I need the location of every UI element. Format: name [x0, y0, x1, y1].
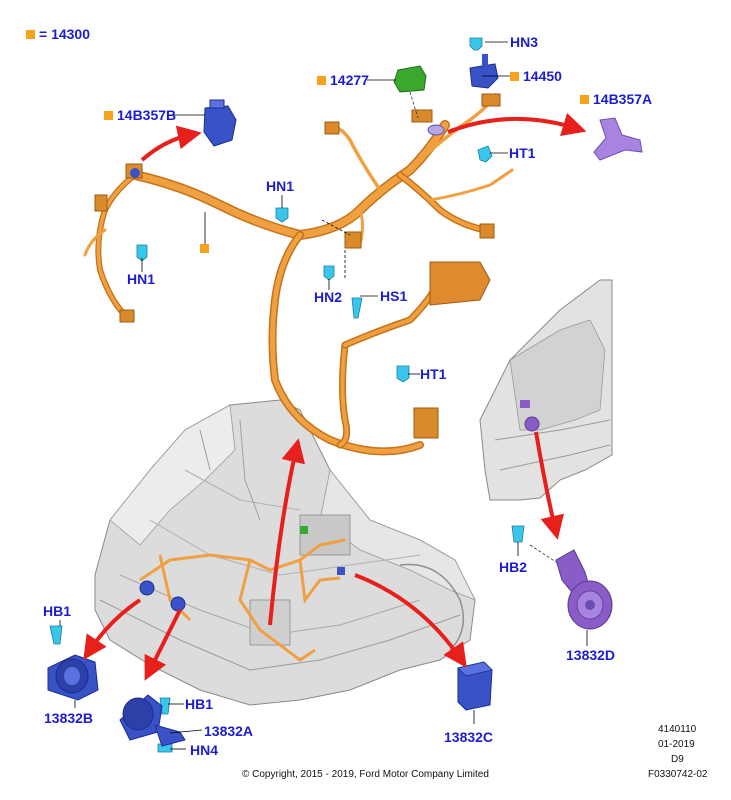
- horn-connector-14B357A: [593, 117, 643, 161]
- label-hb1-left: HB1: [43, 603, 72, 619]
- bracket-14450: [469, 54, 499, 89]
- copyright-notice: © Copyright, 2015 - 2019, Ford Motor Com…: [242, 769, 489, 780]
- label-hn1-top: HN1: [266, 178, 295, 194]
- label-14B357B: 14B357B: [104, 107, 176, 123]
- label-ht1-top: HT1: [509, 145, 536, 161]
- label-hb2: HB2: [499, 559, 528, 575]
- callout-square: [104, 111, 113, 120]
- diagram-code: 4140110: [658, 724, 697, 735]
- leader-lines: [59, 41, 588, 750]
- label-13832B: 13832B: [44, 710, 94, 726]
- label-14277: 14277: [317, 72, 369, 88]
- fasteners: [49, 37, 525, 753]
- horn-13832B: [47, 654, 99, 701]
- label-hn1-left: HN1: [127, 271, 156, 287]
- callout-square: [317, 76, 326, 85]
- label-text: 14B357B: [117, 107, 177, 123]
- label-text: 14277: [330, 72, 369, 88]
- legend-14300: = 14300: [26, 26, 90, 42]
- module-13832C: [457, 661, 493, 711]
- legend-text: = 14300: [39, 26, 90, 42]
- label-hn2: HN2: [314, 289, 343, 305]
- wiring-harness-14300: [83, 93, 514, 456]
- label-text: 14450: [523, 68, 562, 84]
- harness-callout-square: [200, 244, 209, 253]
- vehicle-front-structure: [94, 399, 476, 706]
- figure-id: F0330742-02: [648, 769, 708, 780]
- label-13832A: 13832A: [204, 723, 254, 739]
- label-14450: 14450: [510, 68, 562, 84]
- diagram-date: 01-2019: [658, 739, 695, 750]
- label-hn3: HN3: [510, 34, 539, 50]
- diagram-revision: D9: [671, 754, 684, 765]
- label-hn4: HN4: [190, 742, 219, 758]
- legend-square: [26, 30, 35, 39]
- connector-14277: [393, 65, 427, 119]
- label-text: 14B357A: [593, 91, 653, 107]
- label-hs1: HS1: [380, 288, 408, 304]
- label-hb1-bottom: HB1: [185, 696, 214, 712]
- wheel-arch-panel: [479, 279, 613, 501]
- label-ht1-mid: HT1: [420, 366, 447, 382]
- callout-square: [510, 72, 519, 81]
- callout-square: [580, 95, 589, 104]
- label-14B357A: 14B357A: [580, 91, 652, 107]
- direction-arrows: [83, 113, 587, 681]
- label-13832C: 13832C: [444, 729, 494, 745]
- horn-13832A: [119, 694, 186, 747]
- horn-connector-14B357B: [203, 99, 237, 147]
- horn-13832D: [529, 544, 613, 630]
- label-13832D: 13832D: [566, 647, 616, 663]
